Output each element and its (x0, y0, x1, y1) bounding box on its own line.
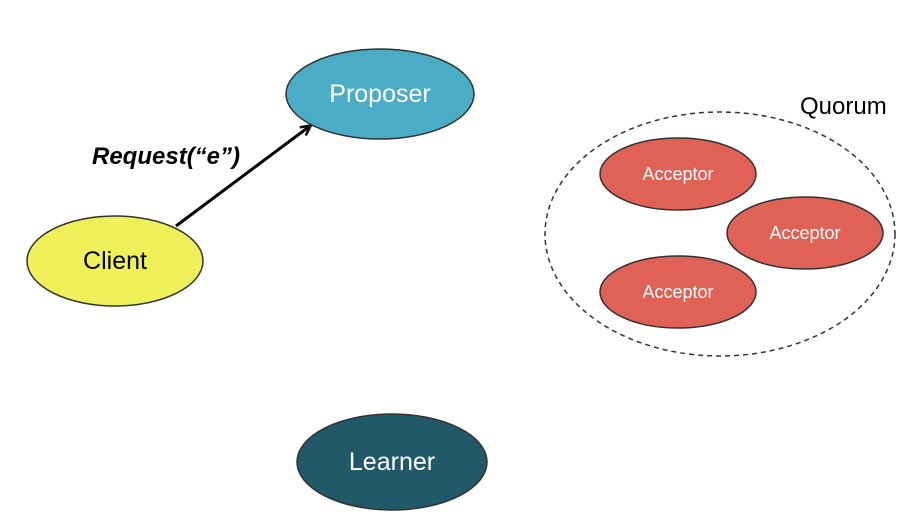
acceptor-label: Acceptor (642, 164, 713, 184)
acceptor-node: Acceptor (599, 255, 757, 329)
client-shape (26, 215, 204, 307)
quorum-boundary (544, 111, 896, 357)
acceptor-label: Acceptor (642, 282, 713, 302)
proposer-label: Proposer (329, 80, 430, 108)
request-edge: Request(“e”) (92, 126, 310, 228)
acceptor-shape (726, 196, 884, 270)
acceptor-node: Acceptor (726, 196, 884, 270)
acceptor-shape (599, 137, 757, 211)
acceptor-node: Acceptor (599, 137, 757, 211)
acceptor-shape (599, 255, 757, 329)
learner-node: Learner (296, 413, 488, 511)
client-label: Client (83, 247, 147, 275)
acceptor-label: Acceptor (769, 223, 840, 243)
quorum-label: Quorum (800, 93, 887, 120)
proposer-node: Proposer (285, 48, 475, 140)
quorum-group: Quorum (544, 93, 896, 357)
client-node: Client (26, 215, 204, 307)
proposer-shape (285, 48, 475, 140)
learner-label: Learner (349, 448, 435, 476)
request-edge-label: Request(“e”) (92, 143, 240, 170)
learner-shape (296, 413, 488, 511)
request-arrow (175, 126, 310, 228)
